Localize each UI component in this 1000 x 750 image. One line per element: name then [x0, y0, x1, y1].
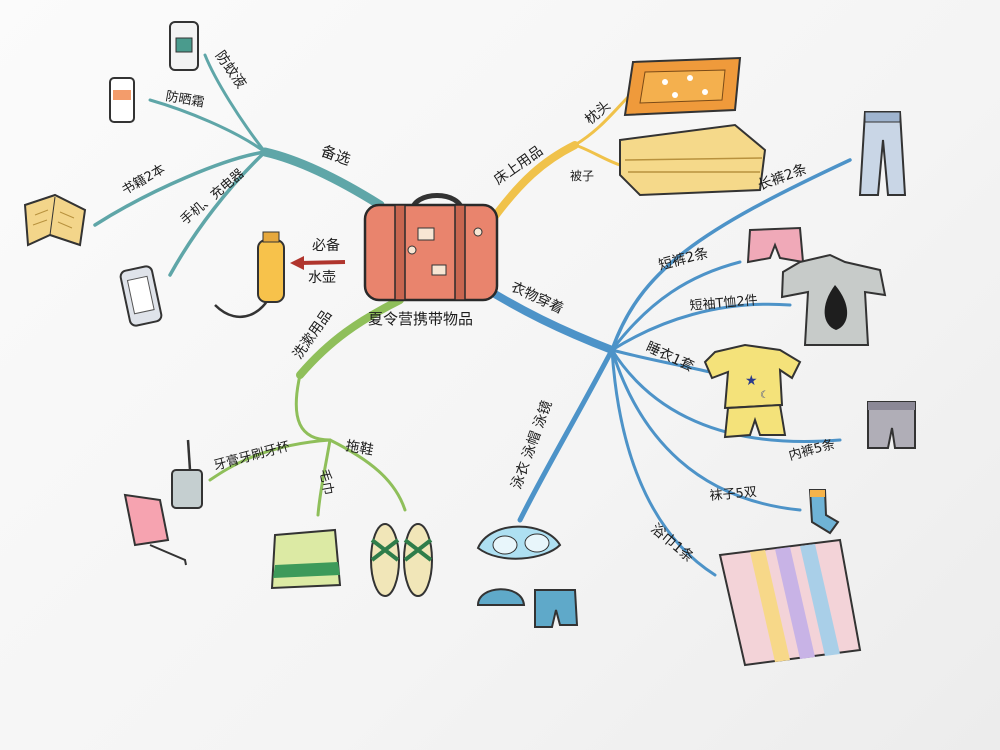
- required-item-label: 水壶: [308, 270, 336, 286]
- required-arrow: [290, 256, 346, 270]
- suitcase-icon: [363, 193, 499, 302]
- item-label-sunscreen: 防晒霜: [164, 88, 205, 111]
- item-label-pillow: 枕头: [582, 98, 614, 128]
- center-label: 夏令营携带物品: [368, 310, 473, 328]
- item-label-books: 书籍2本: [119, 161, 168, 198]
- svg-text:★: ★: [745, 373, 758, 389]
- sock-icon: [808, 489, 840, 535]
- item-label-towel: 毛巾: [316, 468, 335, 496]
- phone-icon: [119, 265, 163, 327]
- water-bottle-icon: [214, 231, 285, 318]
- book-icon: [23, 193, 87, 247]
- tshirt-icon: [780, 253, 887, 346]
- shorts-icon: [746, 226, 805, 264]
- item-label-swim-gear: 泳衣 泳帽 泳镜: [509, 399, 556, 492]
- branch-bedding-lines: [481, 93, 632, 234]
- pillow-icon: [623, 56, 742, 117]
- trousers-icon: [858, 111, 907, 196]
- svg-text:☾: ☾: [760, 390, 769, 401]
- item-label-slippers: 拖鞋: [344, 438, 374, 459]
- branch-label-optional: 备选: [319, 142, 353, 169]
- slippers-icon: [370, 523, 433, 597]
- item-label-pajamas: 睡衣1套: [643, 339, 696, 375]
- branch-optional-lines: [93, 53, 385, 277]
- item-label-toothpaste-cup: 牙膏牙刷牙杯: [212, 438, 291, 474]
- underwear-icon: [867, 401, 916, 449]
- toothpaste-cup-icon: [123, 439, 203, 566]
- item-label-shorts: 短裤2条: [657, 244, 711, 274]
- bath-towel-icon: [718, 538, 862, 667]
- pajamas-icon: ★ ☾: [703, 343, 802, 439]
- required-label: 必备: [312, 237, 340, 254]
- item-label-tshirt: 短袖T恤2件: [689, 293, 758, 314]
- item-label-bath-towel: 浴巾1条: [647, 520, 697, 566]
- quilt-icon: [619, 123, 767, 197]
- towel-icon: [270, 528, 342, 590]
- item-label-quilt: 被子: [570, 169, 594, 183]
- swim-gear-icon: [476, 525, 579, 628]
- branch-label-clothing: 衣物穿着: [508, 279, 566, 317]
- sunscreen-icon: [109, 77, 135, 123]
- branch-toiletries-lines: [208, 296, 407, 517]
- branch-label-toiletries: 洗漱用品: [290, 307, 335, 362]
- item-label-socks: 袜子5双: [709, 485, 757, 504]
- item-label-mosquito-spray: 防蚊液: [212, 48, 249, 92]
- mosquito-spray-icon: [169, 21, 199, 71]
